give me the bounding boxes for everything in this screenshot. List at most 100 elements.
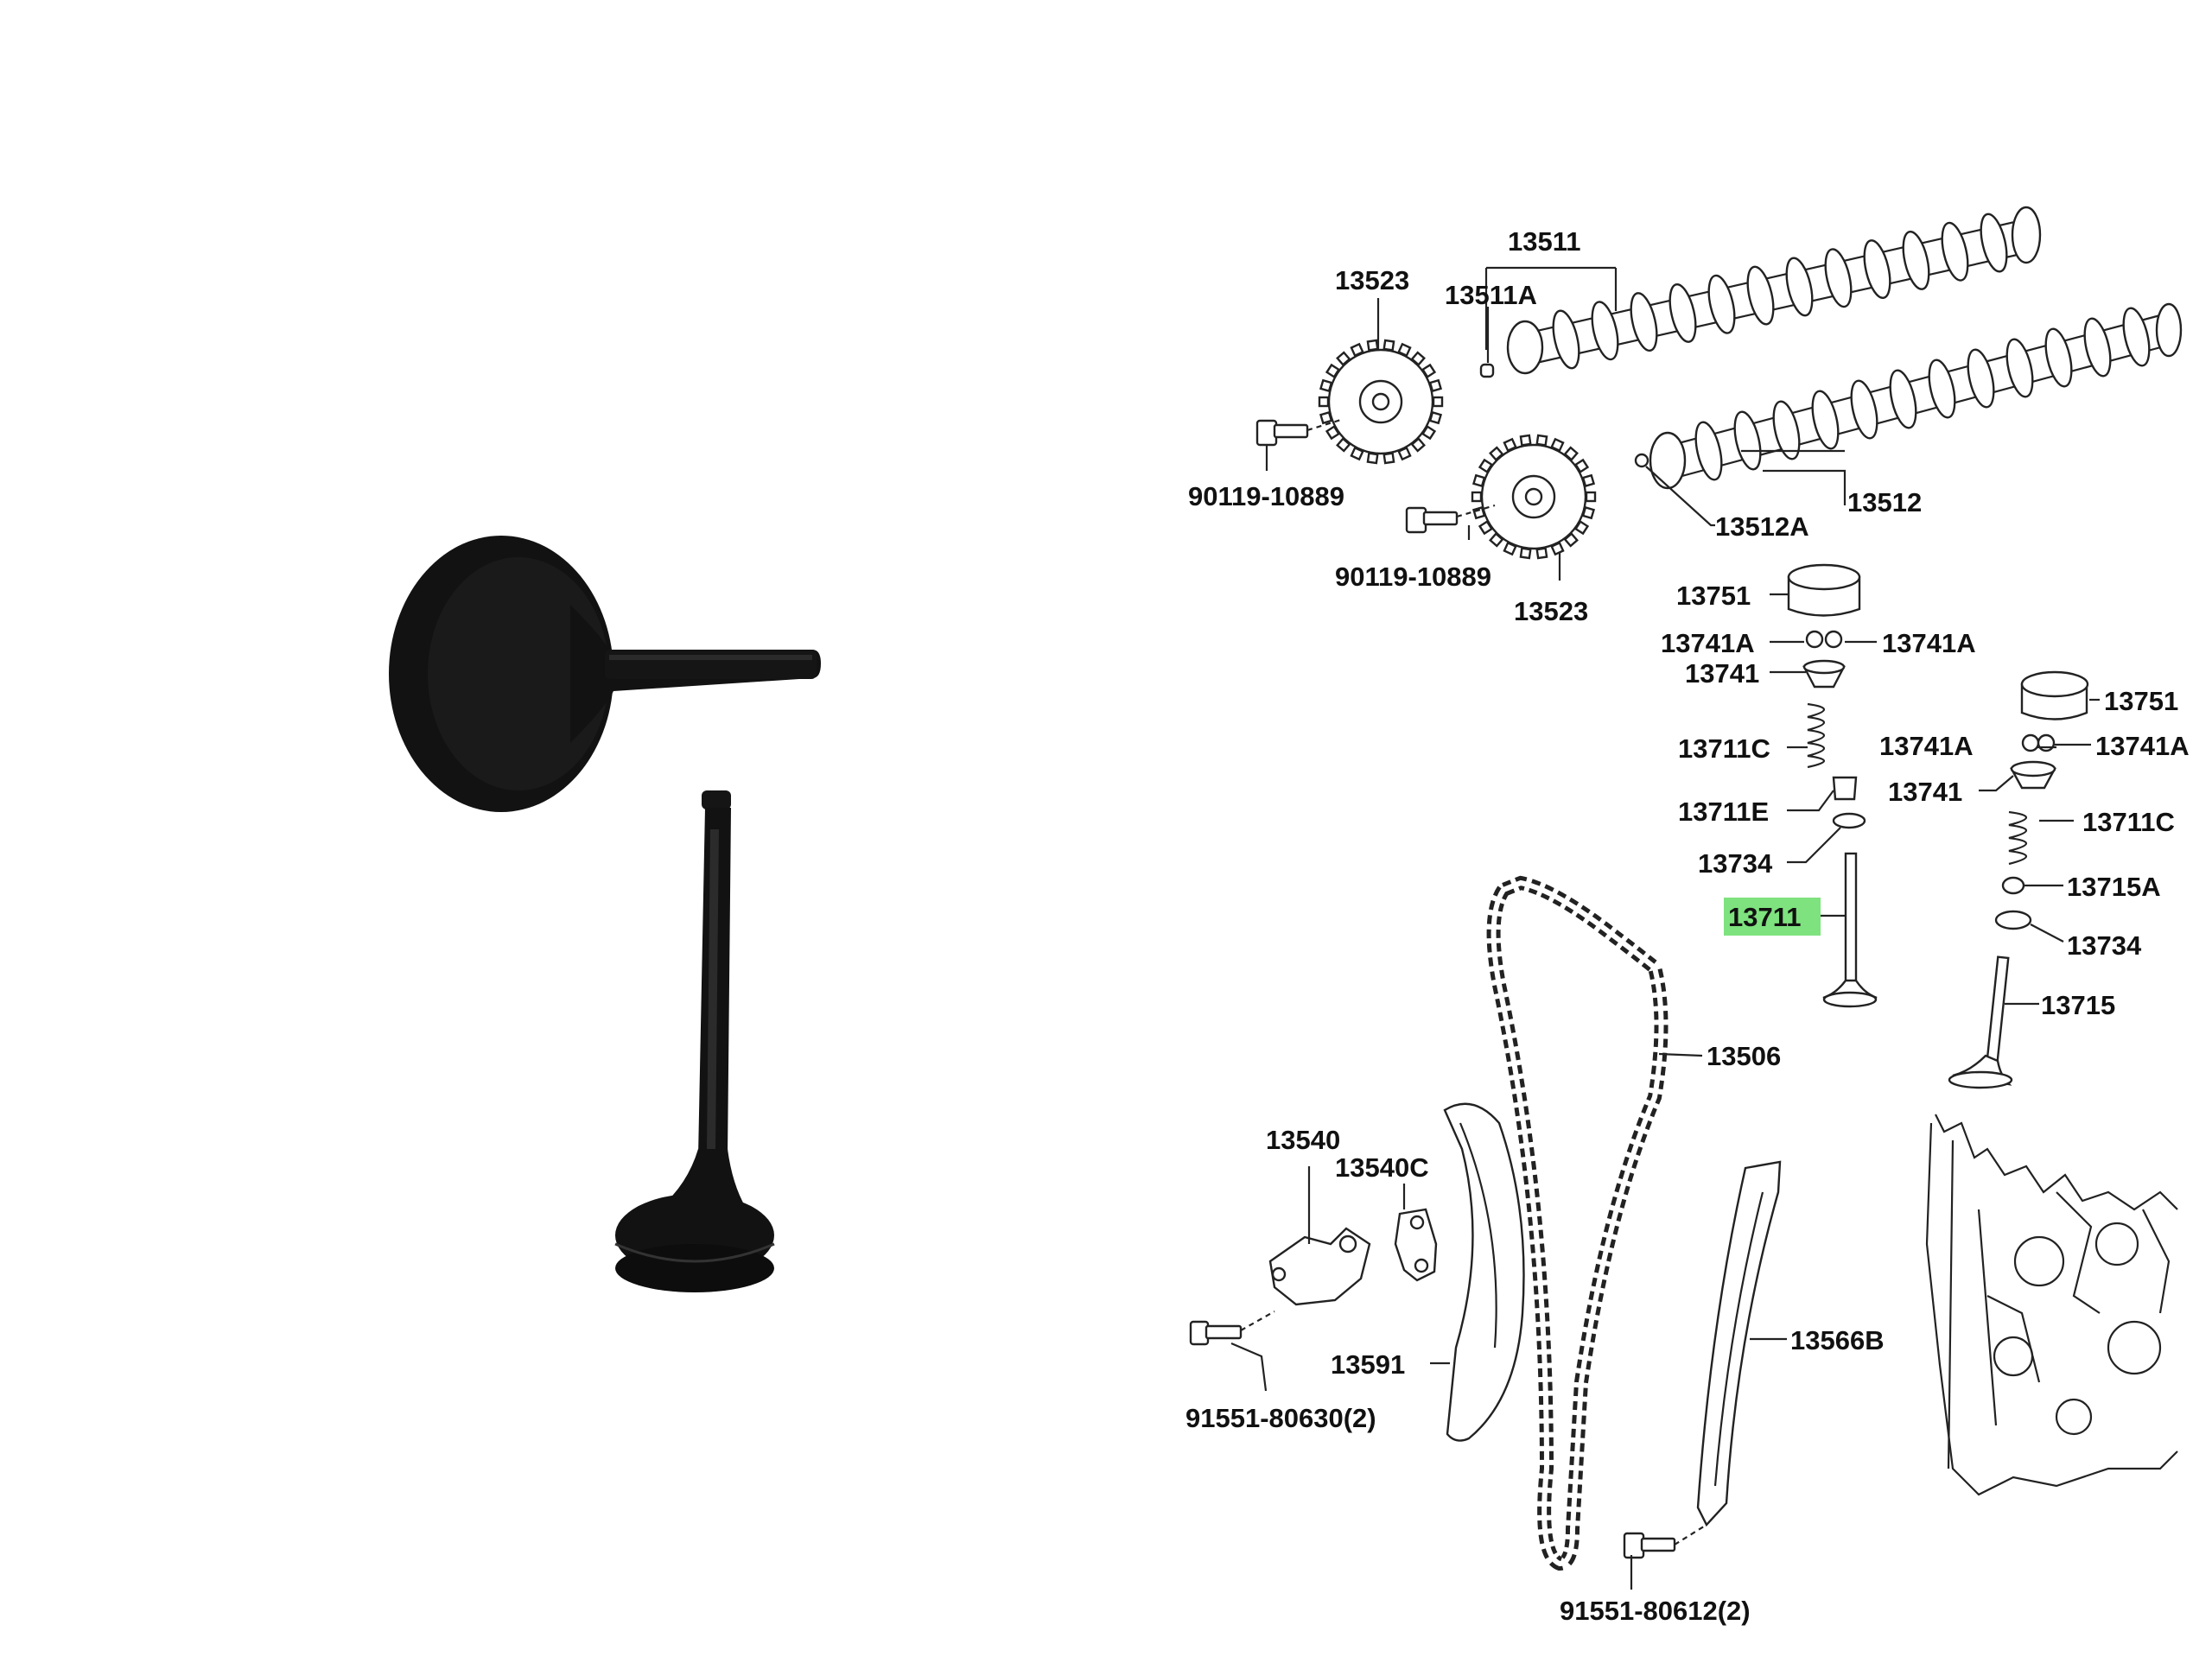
cam-lobe <box>2044 327 2073 388</box>
label-13741A-right-a[interactable]: 13741A <box>1879 731 1974 761</box>
chain-damper-13566B[interactable] <box>1696 1160 1782 1527</box>
camshaft-sprocket-lower[interactable] <box>1480 443 1587 550</box>
label-13512[interactable]: 13512 <box>1847 487 1922 517</box>
label-13734-left[interactable]: 13734 <box>1698 848 1773 879</box>
highlight-13711 <box>1724 898 1821 936</box>
label-90119-upper[interactable]: 90119-10889 <box>1188 481 1344 511</box>
label-91551-80630[interactable]: 91551-80630(2) <box>1185 1403 1376 1433</box>
timing-chain-13506[interactable] <box>1486 875 1669 1571</box>
valve-seal-13711E[interactable] <box>1832 776 1858 801</box>
tensioner-bolt-91551[interactable] <box>1189 1311 1275 1346</box>
cam-lobe <box>1967 348 1995 409</box>
label-13741A-right-b[interactable]: 13741A <box>2095 731 2190 761</box>
cam-lobe <box>1889 369 1917 429</box>
valve-lifter-13751-right[interactable] <box>2020 670 2089 720</box>
valve-photo-horizontal <box>389 536 821 812</box>
label-13734-right[interactable]: 13734 <box>2067 930 2142 961</box>
sprocket-tooth <box>1585 491 1597 503</box>
sprocket-tooth <box>1366 452 1379 465</box>
valve-seat-13734-right[interactable] <box>1994 910 2032 930</box>
cam-lobe <box>1733 410 1762 471</box>
bolt-90119-lower[interactable] <box>1405 504 1496 534</box>
engine-block <box>1925 1114 2178 1496</box>
valve-keepers-left[interactable] <box>1805 630 1843 649</box>
sprocket-tooth <box>1519 434 1532 447</box>
tensioner-gasket-13540C[interactable] <box>1394 1208 1438 1282</box>
valve-photo-vertical <box>614 790 775 1292</box>
sprocket-tooth <box>1535 547 1548 560</box>
cam-lobe <box>1746 265 1775 326</box>
label-13711E[interactable]: 13711E <box>1678 797 1769 827</box>
label-13711[interactable]: 13711 <box>1728 902 1802 932</box>
camshaft-sprocket-upper[interactable] <box>1327 348 1434 455</box>
label-13741A-left-a[interactable]: 13741A <box>1661 628 1755 658</box>
part-labels: 13511 13511A 13523 90119-10889 90119-108… <box>1185 226 2190 1626</box>
label-13715[interactable]: 13715 <box>2041 990 2115 1020</box>
leader-lines <box>1230 266 2100 1590</box>
camshaft-intake[interactable] <box>1506 206 2042 375</box>
label-13540C[interactable]: 13540C <box>1335 1152 1429 1183</box>
label-13751-right[interactable]: 13751 <box>2104 686 2178 716</box>
pin-13512A[interactable] <box>1634 453 1649 468</box>
label-13715A[interactable]: 13715A <box>2067 872 2161 902</box>
sprocket-tooth <box>1432 396 1444 408</box>
valve-keepers-right[interactable] <box>2021 733 2056 752</box>
exploded-diagram: 13511 13511A 13523 90119-10889 90119-108… <box>1185 206 2190 1626</box>
valve-lifter-13751-left[interactable] <box>1787 563 1861 617</box>
label-13566B[interactable]: 13566B <box>1790 1325 1885 1355</box>
sprocket-tooth <box>1318 396 1330 408</box>
cam-lobe <box>1928 359 1956 419</box>
valve-seat-13734-left[interactable] <box>1832 812 1866 829</box>
valve-spring-13711C-right[interactable] <box>2008 810 2028 866</box>
damper-bolt-91551[interactable] <box>1623 1524 1707 1559</box>
sprocket-tooth <box>1519 547 1532 560</box>
label-13511A[interactable]: 13511A <box>1445 280 1537 310</box>
label-90119-lower[interactable]: 90119-10889 <box>1335 562 1491 592</box>
valve-retainer-13741-left[interactable] <box>1802 659 1846 689</box>
sprocket-tooth <box>1382 339 1395 352</box>
camshaft-exhaust[interactable] <box>1649 302 2183 490</box>
pin-13511A[interactable] <box>1479 363 1495 378</box>
valve-spring-13711C-left[interactable] <box>1807 702 1826 769</box>
label-13741-left[interactable]: 13741 <box>1685 658 1759 689</box>
label-13523-top[interactable]: 13523 <box>1335 265 1409 295</box>
label-13540[interactable]: 13540 <box>1266 1125 1340 1155</box>
cam-lobe <box>1669 282 1697 343</box>
cam-lobe <box>1785 257 1814 317</box>
intake-valve-13711[interactable] <box>1822 852 1878 1008</box>
chain-tensioner-13540[interactable] <box>1268 1227 1371 1306</box>
cam-lobe <box>1863 239 1891 300</box>
label-13741-right[interactable]: 13741 <box>1888 777 1962 807</box>
product-photo <box>389 536 821 1292</box>
label-13751-left[interactable]: 13751 <box>1676 581 1751 611</box>
cam-lobe <box>1772 400 1801 460</box>
valve-retainer-13741-right[interactable] <box>2009 760 2057 790</box>
label-13591[interactable]: 13591 <box>1331 1349 1405 1380</box>
sprocket-tooth <box>1382 452 1395 465</box>
valve-seal-13715A[interactable] <box>2001 876 2025 895</box>
label-13523-bottom[interactable]: 13523 <box>1514 596 1588 626</box>
cam-lobe <box>1941 221 1969 282</box>
cam-lobe <box>1694 421 1723 481</box>
exhaust-valve-13715[interactable] <box>1948 955 2013 1089</box>
sprocket-tooth <box>1471 491 1483 503</box>
sprocket-tooth <box>1366 339 1379 352</box>
cam-lobe <box>1980 213 2008 273</box>
label-13711C-left[interactable]: 13711C <box>1678 733 1770 764</box>
label-13512A[interactable]: 13512A <box>1715 511 1809 542</box>
label-91551-80612[interactable]: 91551-80612(2) <box>1560 1596 1751 1626</box>
label-13741A-left-b[interactable]: 13741A <box>1882 628 1976 658</box>
sprocket-tooth <box>1535 434 1548 447</box>
label-13506[interactable]: 13506 <box>1707 1041 1781 1071</box>
chain-slipper-13591[interactable] <box>1443 1102 1525 1442</box>
cam-lobe <box>1707 274 1736 334</box>
cam-lobe <box>1850 379 1878 440</box>
label-13511[interactable]: 13511 <box>1508 226 1581 257</box>
cam-lobe <box>1552 309 1580 370</box>
cam-lobe <box>1591 301 1619 361</box>
cam-lobe <box>1630 292 1658 352</box>
cam-lobe <box>1811 390 1840 450</box>
label-13711C-right[interactable]: 13711C <box>2082 807 2175 837</box>
cam-lobe <box>2005 338 2034 398</box>
